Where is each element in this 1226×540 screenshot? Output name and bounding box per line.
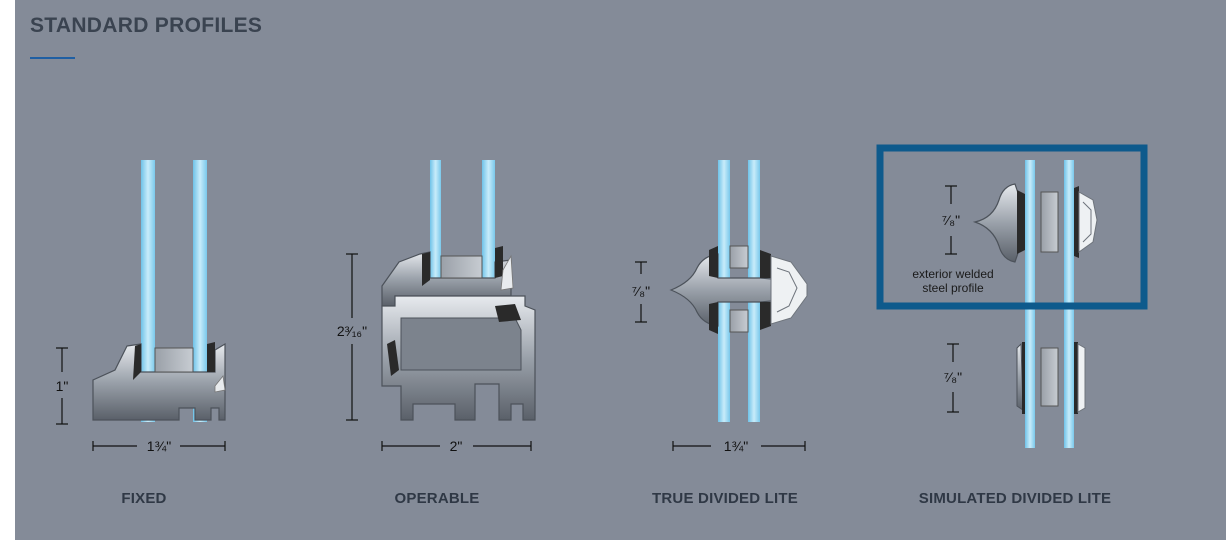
spacer-bar <box>154 347 194 373</box>
adhesive-tape <box>1017 190 1025 254</box>
note-line-2: steel profile <box>922 281 984 295</box>
glazing-seal <box>495 246 503 278</box>
weather-seal <box>387 340 399 376</box>
profiles-panel: STANDARD PROFILES <box>15 0 1226 540</box>
fixed-profile: 1" 1¾" <box>56 160 226 454</box>
highlight-frame <box>876 144 1148 310</box>
exterior-welded-steel-bar <box>972 183 1020 263</box>
adhesive-tape <box>1022 342 1025 414</box>
spacer-bar <box>729 309 749 333</box>
spacer-bar <box>729 245 749 269</box>
caption-simulated-divided-lite: SIMULATED DIVIDED LITE <box>918 490 1112 507</box>
true-divided-lite-profile: ⁷⁄₈" 1¾" <box>632 160 808 454</box>
glazing-seal <box>709 302 718 334</box>
interior-muntin-detail <box>1082 201 1092 243</box>
height-dimension-label: 1" <box>56 378 69 394</box>
title-underline <box>30 57 75 59</box>
width-dimension-label: 2" <box>450 438 463 454</box>
glazing-seal <box>422 252 430 286</box>
adhesive-tape <box>1074 342 1078 414</box>
height-dimension-label: ⁷⁄₈" <box>632 283 650 299</box>
interior-muntin-bar <box>770 255 808 325</box>
spacer-bar <box>440 255 483 279</box>
caption-true-divided-lite: TRUE DIVIDED LITE <box>652 490 798 507</box>
profiles-diagram: 1" 1¾" 2³⁄₁ <box>56 144 1148 454</box>
adhesive-tape <box>1074 186 1079 258</box>
glass-pane-right <box>193 160 207 422</box>
height-dimension-label: ⁷⁄₈" <box>942 212 960 228</box>
spacer-bar <box>1040 347 1059 407</box>
caption-fixed: FIXED <box>121 490 167 507</box>
glazing-seal <box>760 302 771 330</box>
glass-pane-right <box>482 160 495 278</box>
glazing-seal <box>207 342 215 372</box>
interior-muntin-bar <box>1078 191 1098 253</box>
operable-profile: 2³⁄₁₆" 2" <box>337 160 536 454</box>
spacer-bar <box>1040 191 1059 253</box>
frame-cavity <box>400 317 522 371</box>
weather-seal <box>495 304 521 322</box>
width-dimension-label: 1¾" <box>147 438 171 454</box>
height-dimension-label: ⁷⁄₈" <box>944 369 962 385</box>
glazing-seal <box>133 344 141 380</box>
interior-muntin-detail <box>776 267 798 313</box>
glazing-seal <box>760 250 771 278</box>
height-dimension-label: 2³⁄₁₆" <box>337 323 367 339</box>
interior-flat-bar <box>1077 343 1086 413</box>
page-title: STANDARD PROFILES <box>30 14 263 37</box>
fixed-frame <box>92 342 226 421</box>
width-dimension-label: 1¾" <box>724 438 748 454</box>
glass-pane-left <box>141 160 155 422</box>
glazing-seal <box>709 246 718 278</box>
glazing-bead <box>500 254 514 291</box>
caption-operable: OPERABLE <box>394 490 480 507</box>
glazing-bead <box>214 375 226 393</box>
note-line-1: exterior welded <box>912 267 993 281</box>
simulated-divided-lite-profile: ⁷⁄₈" exterior welded steel profile ⁷⁄₈" <box>876 144 1148 448</box>
glass-pane-left <box>430 160 441 278</box>
